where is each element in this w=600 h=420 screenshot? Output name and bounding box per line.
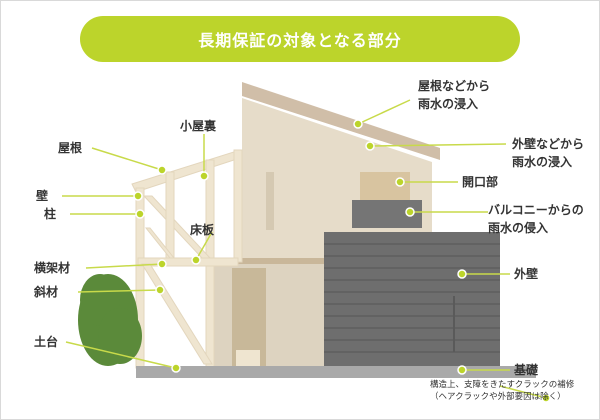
label-brace: 斜材: [34, 285, 59, 299]
marker-dots: [133, 119, 551, 403]
foundation-note-line1: 構造上、支障をきたすクラックの補修: [430, 380, 575, 390]
label-opening: 開口部: [462, 175, 499, 189]
label-foundation: 基礎: [514, 363, 539, 377]
opening-box: [360, 172, 410, 202]
shrub: [78, 274, 142, 366]
label-pillar: 柱: [44, 207, 57, 221]
label-roof: 屋根: [58, 141, 83, 155]
main-roof: [242, 82, 440, 160]
label-beam: 横架材: [34, 261, 71, 275]
foundation-note-line2: （ヘアクラックや外部要因は除く）: [430, 392, 566, 402]
page-title: 長期保証の対象となる部分: [198, 31, 402, 50]
label-wall: 壁: [36, 189, 49, 203]
title-banner: 長期保証の対象となる部分: [80, 16, 520, 62]
label-roof-leak-line2: 雨水の浸入: [418, 97, 479, 111]
lower-wall: [214, 262, 326, 368]
label-exterior-wall: 外壁: [514, 267, 539, 281]
foundation: [136, 366, 536, 378]
label-wall-leak-line2: 雨水の浸入: [512, 155, 573, 169]
upper-window: [266, 172, 274, 230]
label-wall-leak-line1: 外壁などから: [512, 137, 585, 151]
leader-lines: [62, 99, 547, 399]
label-attic: 小屋裏: [180, 119, 217, 133]
label-balcony-leak-line2: 雨水の侵入: [488, 221, 549, 235]
label-floorboard: 床板: [190, 223, 215, 237]
label-roof-leak-line1: 屋根などから: [418, 79, 491, 93]
label-balcony-leak-line1: バルコニーからの: [488, 203, 584, 217]
label-sill: 土台: [34, 335, 59, 349]
door-step: [236, 350, 260, 368]
entrance-eave: [214, 258, 330, 264]
exterior-siding: [324, 232, 500, 368]
